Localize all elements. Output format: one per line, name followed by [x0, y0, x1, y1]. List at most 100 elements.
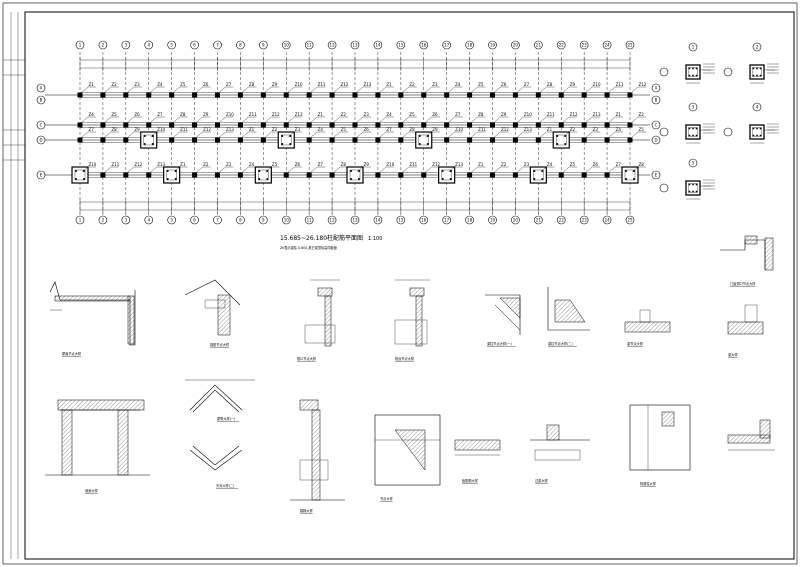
section-grid-bubble — [723, 67, 733, 77]
grid-bubble-label: 23 — [582, 218, 588, 223]
column-label: Z13 — [295, 112, 303, 117]
detail-a-profile — [49, 281, 136, 346]
detail-f-profile — [547, 287, 590, 331]
column — [421, 172, 427, 178]
detail-g-caption: 梁节点大样 — [627, 341, 644, 346]
column — [627, 122, 633, 128]
column-label: Z12 — [203, 127, 211, 132]
column-label: Z9 — [203, 112, 209, 117]
column-label: Z1 — [616, 112, 622, 117]
grid-bubble-label: 25 — [627, 43, 633, 48]
column-label: Z9 — [272, 82, 278, 87]
detail-p-caption: 过梁大样 — [535, 478, 549, 483]
column-label: Z9 — [501, 112, 507, 117]
grid-bubble — [556, 40, 566, 50]
column-label: Z12 — [432, 162, 440, 167]
grid-bubble — [259, 215, 268, 225]
column — [581, 92, 587, 98]
grid-bubble-label: 15 — [398, 218, 404, 223]
detail-m-head — [299, 399, 319, 411]
section-grid-bubble — [659, 183, 669, 193]
column-label: Z3 — [226, 162, 232, 167]
column-label: Z11 — [409, 162, 417, 167]
column-label: Z6 — [432, 112, 438, 117]
column-label: Z2 — [111, 82, 117, 87]
column-label: Z2 — [203, 162, 209, 167]
grid-bubble-label: 13 — [352, 43, 358, 48]
grid-bubble — [534, 40, 543, 50]
grid-bubble — [167, 215, 176, 225]
column — [535, 137, 541, 143]
column — [283, 172, 289, 178]
column-label: Z13 — [226, 127, 234, 132]
grid-bubble — [304, 215, 314, 225]
column-label: Z4 — [249, 162, 255, 167]
column-label: Z11 — [318, 82, 326, 87]
detail-h-caption: 梁大样 — [728, 352, 738, 357]
column-label: Z10 — [295, 82, 303, 87]
column-label: Z1 — [180, 162, 186, 167]
grid-bubble-side — [651, 170, 661, 180]
column — [490, 122, 495, 128]
grid-bubble-label: 2 — [102, 218, 105, 223]
column-label: Z9 — [432, 127, 438, 132]
detail-o-slab — [454, 439, 501, 451]
column-label: Z12 — [501, 127, 509, 132]
detail-c-caption: 檐口节点大样 — [297, 356, 317, 361]
detail-b-caption: 挑檐节点大样 — [210, 342, 230, 347]
column-label: Z4 — [547, 162, 553, 167]
column-label: Z3 — [134, 82, 140, 87]
column — [627, 137, 633, 143]
grid-bubble-side — [36, 120, 46, 130]
grid-bubble — [167, 40, 176, 50]
grid-bubble-label: 20 — [513, 43, 519, 48]
plan-scale: 1:100 — [368, 236, 382, 242]
section-outline — [685, 124, 701, 140]
grid-bubble-side-label: B — [40, 98, 43, 103]
column-label: Z13 — [524, 127, 532, 132]
column-label: Z4 — [318, 127, 324, 132]
detail-j-ridge — [189, 384, 243, 411]
detail-e-profile — [485, 294, 521, 335]
column-label: Z5 — [639, 127, 645, 132]
column-label: Z10 — [455, 127, 463, 132]
column — [444, 137, 450, 143]
column — [123, 92, 129, 98]
grid-bubble-label: 11 — [307, 218, 313, 223]
section-bubble-label: 3 — [692, 105, 695, 110]
column-label: Z6 — [593, 162, 599, 167]
grid-bubble — [281, 215, 291, 225]
column-label: Z11 — [180, 127, 188, 132]
section-bubble-label: 4 — [756, 105, 759, 110]
column-label: Z9 — [364, 162, 370, 167]
column — [306, 92, 312, 98]
column-label: Z13 — [455, 162, 463, 167]
grid-bubble-label: 17 — [444, 218, 450, 223]
grid-bubble-side — [651, 83, 661, 93]
column-label: Z6 — [364, 127, 370, 132]
column — [535, 122, 541, 128]
column — [421, 122, 427, 128]
column-label: Z11 — [616, 82, 624, 87]
column-label: Z12 — [341, 82, 349, 87]
column-label: Z8 — [341, 162, 347, 167]
grid-bubble-side — [36, 83, 46, 93]
column — [604, 172, 610, 178]
grid-bubble — [419, 215, 429, 225]
column-label: Z8 — [639, 162, 645, 167]
grid-bubble-label: 8 — [239, 43, 242, 48]
grid-bubble — [488, 40, 497, 50]
column — [467, 122, 473, 128]
grid-bubble — [625, 215, 635, 225]
column-section-enlarged — [529, 166, 547, 184]
column — [306, 122, 312, 128]
grid-bubble-label: 1 — [79, 43, 82, 48]
grid-bubble — [236, 40, 245, 50]
column-label: Z11 — [111, 162, 119, 167]
grid-bubble-label: 14 — [375, 43, 381, 48]
grid-bubble-label: 1 — [79, 218, 82, 223]
column — [123, 137, 129, 143]
grid-bubble — [396, 40, 406, 50]
column-label: Z8 — [249, 82, 255, 87]
column — [306, 172, 312, 178]
